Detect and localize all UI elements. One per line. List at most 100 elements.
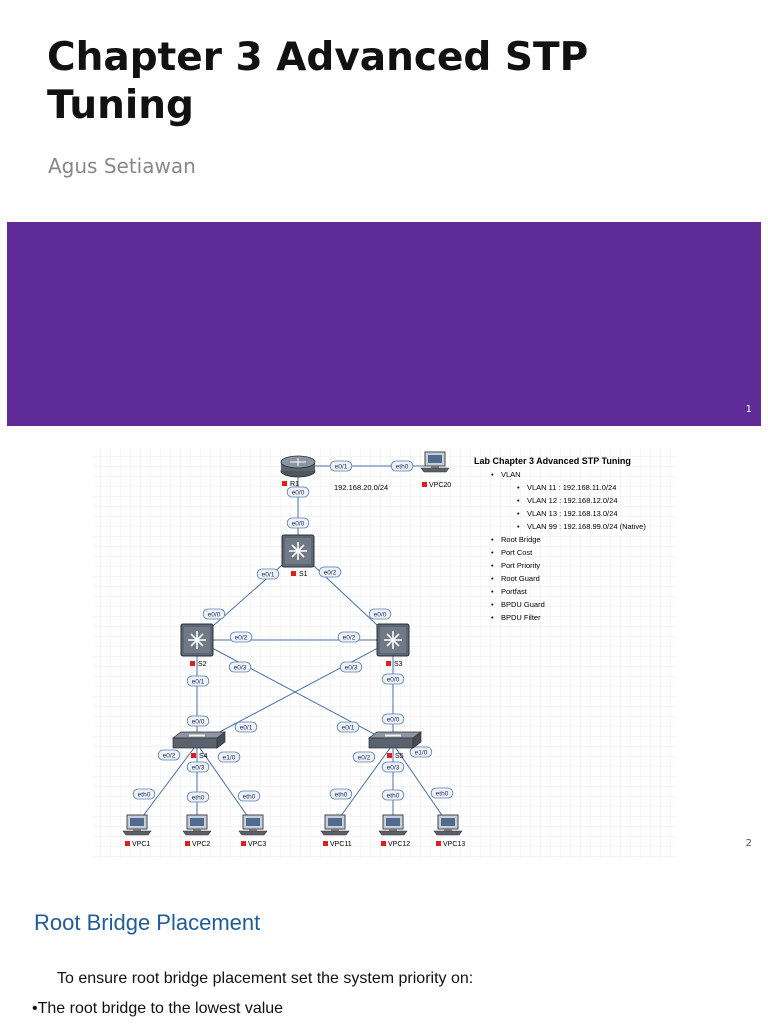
device-label: S4 <box>199 753 208 760</box>
device-vpc12[interactable]: VPC12 <box>378 814 410 848</box>
section-heading: Root Bridge Placement <box>34 910 261 935</box>
device-label: S5 <box>395 753 404 760</box>
notes-bullet: • <box>517 522 520 531</box>
notes-bullet: • <box>491 535 494 544</box>
router-icon <box>280 455 316 478</box>
device-label: S3 <box>394 661 403 668</box>
switch-icon <box>172 731 226 749</box>
device-label: S1 <box>299 571 308 578</box>
port-label-text: e0/2 <box>343 634 356 641</box>
device-vpc1[interactable]: VPC1 <box>122 814 152 848</box>
port-label: e0/3 <box>381 761 405 773</box>
port-label: eth0 <box>186 791 210 803</box>
port-label: eth0 <box>132 788 156 800</box>
port-label-text: e0/0 <box>192 718 205 725</box>
status-square <box>422 482 427 487</box>
notes-bullet: • <box>491 561 494 570</box>
port-label-text: e0/3 <box>345 664 358 671</box>
port-label: e0/1 <box>256 568 280 580</box>
port-label-text: eth0 <box>396 463 409 470</box>
port-label-text: e0/1 <box>240 724 253 731</box>
device-label: S2 <box>198 661 207 668</box>
port-label-text: e0/0 <box>208 611 221 618</box>
device-s5[interactable]: S5 <box>368 731 422 760</box>
port-label-text: e0/1 <box>262 571 275 578</box>
port-label-text: e0/0 <box>387 676 400 683</box>
port-label-text: e0/2 <box>358 754 371 761</box>
port-label-text: eth0 <box>387 792 400 799</box>
vlan-item: VLAN 11 : 192.168.11.0/24 <box>527 483 616 492</box>
port-label: e0/0 <box>202 608 226 620</box>
port-label-text: e0/0 <box>387 716 400 723</box>
port-label: e0/2 <box>318 566 342 578</box>
status-square <box>185 841 190 846</box>
device-label: VPC12 <box>388 841 410 848</box>
status-square <box>190 661 195 666</box>
vlan-item: VLAN 12 : 192.168.12.0/24 <box>527 496 618 505</box>
port-label: e0/0 <box>286 486 310 498</box>
device-s1[interactable]: S1 <box>281 534 315 578</box>
device-vpc2[interactable]: VPC2 <box>182 814 212 848</box>
multilayer-switch-icon <box>281 534 315 568</box>
device-label: VPC13 <box>443 841 465 848</box>
port-label: e0/0 <box>186 715 210 727</box>
slide-root-bridge: Root Bridge Placement To ensure root bri… <box>0 866 768 1024</box>
port-label-text: e1/0 <box>415 749 428 756</box>
link-s4-vpc1 <box>136 743 198 825</box>
purple-banner <box>7 222 761 426</box>
port-label-text: e0/1 <box>342 724 355 731</box>
port-label: e0/1 <box>186 675 210 687</box>
pc-icon <box>238 814 268 836</box>
port-label-text: e0/2 <box>163 752 176 759</box>
device-vpc3[interactable]: VPC3 <box>238 814 268 848</box>
pc-icon <box>420 451 450 473</box>
topic-item: Root Bridge <box>501 535 541 544</box>
device-vpc13[interactable]: VPC13 <box>433 814 465 848</box>
page-number: 2 <box>745 838 752 849</box>
device-s4[interactable]: S4 <box>172 731 226 760</box>
slide-title-heading: Chapter 3 Advanced STP Tuning <box>47 35 589 128</box>
notes-bullet: • <box>517 509 520 518</box>
device-label: VPC3 <box>248 841 266 848</box>
status-square <box>291 571 296 576</box>
port-label-text: e0/3 <box>192 764 205 771</box>
port-label: e0/0 <box>368 608 392 620</box>
device-label: VPC2 <box>192 841 210 848</box>
link-s1-s2 <box>196 550 299 641</box>
vlan-item: VLAN 99 : 192.168.99.0/24 (Native) <box>527 522 646 531</box>
topic-item: Portfast <box>501 587 528 596</box>
notes-bullet: • <box>491 600 494 609</box>
port-label: eth0 <box>381 789 405 801</box>
port-label-text: e0/3 <box>234 664 247 671</box>
topic-item: BPDU Guard <box>501 600 545 609</box>
pc-icon <box>122 814 152 836</box>
port-label: e0/1 <box>329 460 353 472</box>
port-label: e0/1 <box>234 721 258 733</box>
port-label: e0/2 <box>337 631 361 643</box>
status-square <box>381 841 386 846</box>
port-label: e0/2 <box>352 751 376 763</box>
multilayer-switch-icon <box>376 623 410 657</box>
port-label: eth0 <box>329 788 353 800</box>
port-label-text: eth0 <box>243 793 256 800</box>
port-label-text: e1/0 <box>223 754 236 761</box>
port-label: e0/3 <box>186 761 210 773</box>
topic-list: •Root Bridge•Port Cost•Port Priority•Roo… <box>491 535 545 622</box>
notes-bullet: • <box>491 613 494 622</box>
topology-diagram: e0/1 eth0 e0/0 e0/0 e0/1 e0/0 e0/2 e0/0 e0/2 e0/2… <box>94 448 676 858</box>
pc-icon <box>378 814 408 836</box>
device-vpc20[interactable]: VPC20 <box>420 451 451 489</box>
port-label-text: eth0 <box>335 791 348 798</box>
device-s2[interactable]: S2 <box>180 623 214 668</box>
port-label-text: eth0 <box>436 790 449 797</box>
device-vpc11[interactable]: VPC11 <box>320 814 352 848</box>
device-label: VPC11 <box>330 841 352 848</box>
device-r1[interactable]: R1 <box>280 455 316 488</box>
device-s3[interactable]: S3 <box>376 623 410 668</box>
port-labels: e0/1 eth0 e0/0 e0/0 e0/1 e0/0 e0/2 e0/0 e0/2 e0/2… <box>132 460 454 803</box>
pc-icon <box>182 814 212 836</box>
port-label: e0/2 <box>157 749 181 761</box>
port-label-text: e0/1 <box>192 678 205 685</box>
status-square <box>241 841 246 846</box>
author-name: Agus Setiawan <box>48 154 196 178</box>
